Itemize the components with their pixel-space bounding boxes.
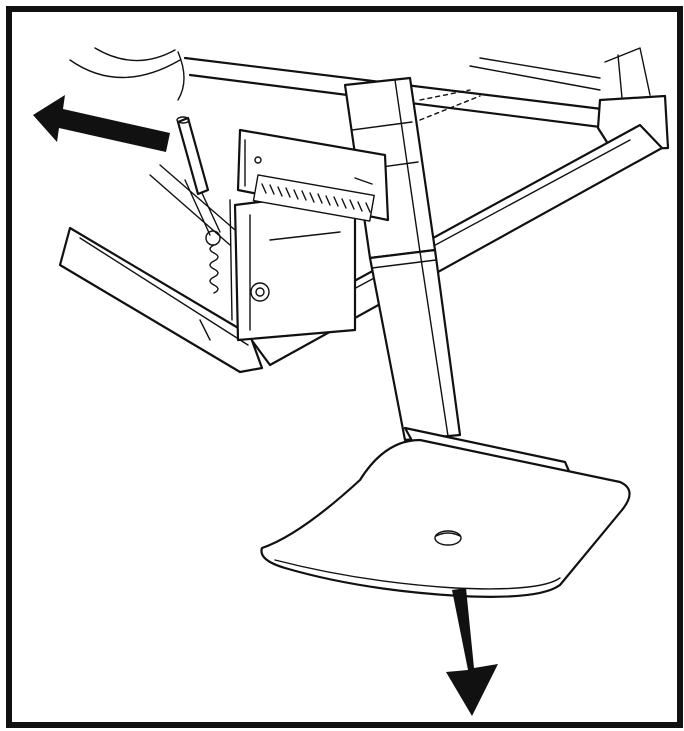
- foot-pad-center-hole: [434, 530, 462, 546]
- adjustment-bracket: [236, 128, 390, 222]
- arrow-down-icon: [446, 588, 498, 716]
- arrow-left-icon: [33, 95, 170, 152]
- notch-rack: [261, 183, 371, 213]
- figure-frame: [6, 6, 683, 728]
- jack-foot-pad: [260, 426, 631, 598]
- release-handle: [176, 116, 210, 196]
- jack-leg-inner-tube: [368, 248, 462, 442]
